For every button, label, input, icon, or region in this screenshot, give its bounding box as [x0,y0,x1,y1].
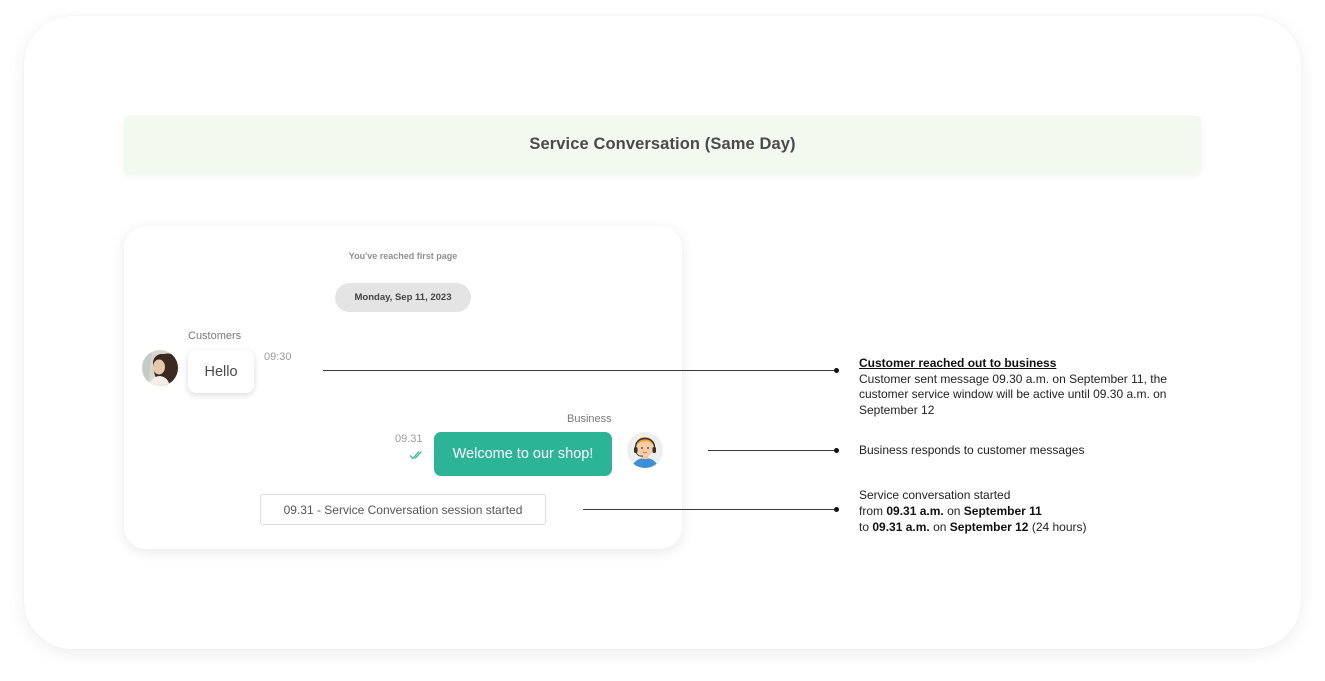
customer-label: Customers [188,330,242,342]
business-message-time: 09.31 [395,433,423,445]
annotation-business: Business responds to customer messages [859,443,1199,459]
connector-session [583,507,839,512]
on-label: on [947,504,961,518]
business-message-bubble: Welcome to our shop! [434,432,612,476]
session-started-notice: 09.31 - Service Conversation session sta… [260,494,546,525]
from-time: 09.31 a.m. [886,504,944,518]
chat-window: You've reached first page Monday, Sep 11… [124,226,682,549]
annotation-customer-title: Customer reached out to business [859,356,1057,370]
connector-business [708,448,839,453]
annotation-session-line1: Service conversation started [859,488,1011,502]
business-avatar[interactable] [627,432,663,468]
annotation-session-to: to 09.31 a.m. on September 12 (24 hours) [859,519,1199,535]
on-label: on [933,520,947,534]
duration: (24 hours) [1031,520,1087,534]
annotation-business-body: Business responds to customer messages [859,443,1085,457]
date-divider: Monday, Sep 11, 2023 [335,283,471,312]
first-page-notice: You've reached first page [348,251,458,261]
to-date: September 12 [949,520,1029,534]
from-date: September 11 [963,504,1042,518]
business-label: Business [567,413,612,425]
page-title: Service Conversation (Same Day) [124,116,1201,173]
from-label: from [859,504,883,518]
annotation-customer-body: Customer sent message 09.30 a.m. on Sept… [859,371,1167,417]
connector-customer [323,368,839,373]
to-label: to [859,520,870,534]
customer-message-bubble: Hello [188,350,254,393]
customer-message-time: 09:30 [264,351,292,363]
annotation-session: Service conversation started from 09.31 … [859,487,1199,535]
support-agent-icon [627,432,663,468]
customer-avatar-image [142,350,178,386]
annotation-customer: Customer reached out to business Custome… [859,356,1199,418]
customer-avatar[interactable] [142,350,178,386]
annotation-session-from: from 09.31 a.m. on September 11 [859,503,1199,519]
to-time: 09.31 a.m. [872,520,930,534]
read-check-icon [409,451,422,460]
